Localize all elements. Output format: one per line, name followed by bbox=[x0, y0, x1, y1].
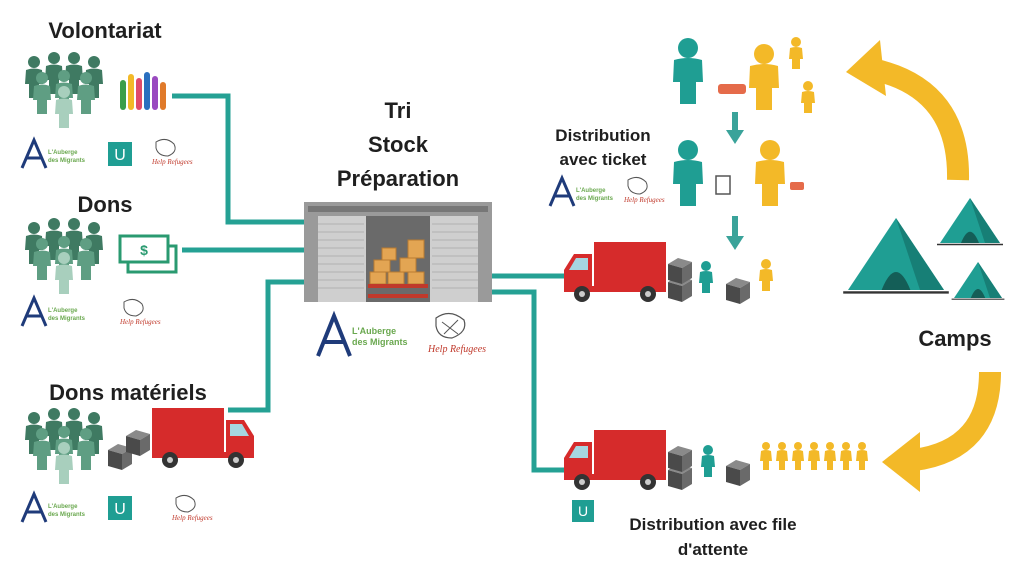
auberge-logo-1: L'Auberge des Migrants bbox=[20, 136, 86, 169]
truck-icon-left bbox=[152, 408, 254, 468]
svg-text:L'Auberge: L'Auberge bbox=[576, 188, 606, 194]
svg-text:L'Auberge: L'Auberge bbox=[352, 326, 396, 336]
truck-icon-top bbox=[564, 242, 666, 302]
ticket-exchange-people-icon bbox=[673, 37, 815, 113]
down-arrow-icon-2 bbox=[726, 216, 744, 250]
svg-text:U: U bbox=[114, 501, 126, 518]
svg-text:des Migrants: des Migrants bbox=[48, 158, 86, 164]
svg-text:$: $ bbox=[140, 242, 148, 258]
connector-lines bbox=[172, 93, 564, 473]
label-tri: Tri bbox=[384, 98, 412, 123]
auberge-logo-center: L'Auberge des Migrants bbox=[316, 310, 408, 357]
label-camps: Camps bbox=[918, 326, 992, 351]
label-dons: Dons bbox=[77, 192, 133, 217]
help-refugees-logo-2: Help Refugees bbox=[119, 298, 161, 326]
help-refugees-logo-center: Help Refugees bbox=[427, 312, 486, 355]
raised-hands-icon bbox=[120, 72, 166, 110]
warehouse-icon bbox=[304, 202, 492, 302]
svg-text:des Migrants: des Migrants bbox=[576, 196, 614, 202]
svg-text:U: U bbox=[578, 503, 588, 519]
svg-text:Help Refugees: Help Refugees bbox=[171, 514, 213, 522]
help-refugees-logo-ticket: Help Refugees bbox=[623, 176, 665, 204]
label-distribution-file-line1: Distribution avec file bbox=[629, 515, 797, 534]
help-refugees-logo-1: Help Refugees bbox=[151, 138, 193, 166]
auberge-logo-3: L'Auberge des Migrants bbox=[20, 490, 86, 523]
label-stock: Stock bbox=[368, 132, 428, 157]
distribution-people-icon-bottom bbox=[701, 445, 715, 477]
svg-text:des Migrants: des Migrants bbox=[48, 512, 86, 518]
tents-icon bbox=[842, 197, 1006, 300]
truck-icon-bottom bbox=[564, 430, 666, 490]
svg-text:Help Refugees: Help Refugees bbox=[151, 158, 193, 166]
money-icon: $ bbox=[118, 234, 178, 274]
volontariat-people-icon bbox=[25, 52, 103, 128]
svg-text:des Migrants: des Migrants bbox=[48, 316, 86, 322]
help-refugees-logo-3: Help Refugees bbox=[171, 494, 213, 522]
utopia-logo-1: U bbox=[108, 142, 132, 166]
boxes-icon-left bbox=[108, 430, 150, 470]
label-preparation: Préparation bbox=[336, 166, 460, 191]
svg-text:L'Auberge: L'Auberge bbox=[48, 150, 78, 156]
label-dons-materiels: Dons matériels bbox=[49, 380, 207, 405]
down-arrow-icon-1 bbox=[726, 112, 744, 144]
auberge-logo-2: L'Auberge des Migrants bbox=[20, 294, 86, 327]
svg-text:Help Refugees: Help Refugees bbox=[427, 344, 486, 355]
queue-people-icon bbox=[760, 442, 868, 470]
svg-text:L'Auberge: L'Auberge bbox=[48, 504, 78, 510]
svg-text:Help Refugees: Help Refugees bbox=[623, 196, 665, 204]
curved-arrow-down-icon bbox=[882, 371, 1001, 492]
label-volontariat: Volontariat bbox=[48, 18, 162, 43]
utopia-logo-3: U bbox=[108, 496, 132, 520]
label-distribution-file-line2: d'attente bbox=[677, 540, 749, 559]
ticket-check-people-icon bbox=[673, 140, 804, 206]
utopia-logo-bottom: U bbox=[572, 500, 594, 522]
label-distribution-ticket-line1: Distribution bbox=[555, 126, 651, 145]
label-distribution-ticket-line2: avec ticket bbox=[559, 150, 647, 169]
svg-text:L'Auberge: L'Auberge bbox=[48, 308, 78, 314]
svg-text:des Migrants: des Migrants bbox=[352, 337, 408, 347]
svg-text:Help Refugees: Help Refugees bbox=[119, 318, 161, 326]
dons-people-icon bbox=[25, 218, 103, 294]
svg-text:U: U bbox=[114, 147, 126, 164]
dons-materiels-people-icon bbox=[25, 408, 103, 484]
auberge-logo-ticket: L'Auberge des Migrants bbox=[548, 174, 614, 207]
curved-arrow-up-icon bbox=[846, 40, 970, 181]
